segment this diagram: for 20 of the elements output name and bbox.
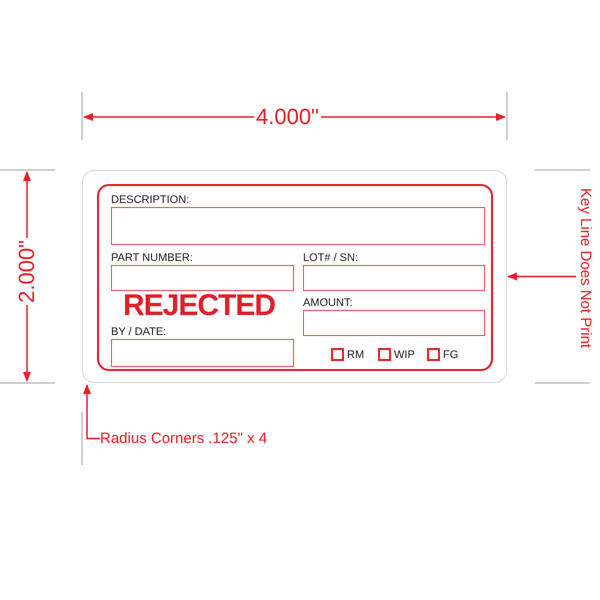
form-field: [111, 193, 485, 245]
form-field: [111, 325, 294, 367]
field-label: AMOUNT:: [303, 296, 354, 310]
leader-line: [507, 272, 576, 280]
field-label: BY / DATE:: [111, 325, 168, 339]
form-field: [303, 296, 485, 336]
option-label: RM: [347, 348, 364, 361]
field-label: DESCRIPTION:: [111, 193, 190, 207]
option-label: WIP: [394, 348, 415, 361]
stamp-text: REJECTED: [123, 289, 276, 323]
form-field: [303, 251, 485, 291]
label-border: [97, 184, 493, 371]
field-label: LOT# / SN:: [303, 251, 360, 265]
label-outline: [82, 170, 507, 383]
note-text: Key Line Does Not Print: [577, 188, 594, 348]
form-field: [111, 251, 294, 291]
field-label: PART NUMBER:: [111, 251, 194, 265]
option-label: FG: [443, 348, 458, 361]
note-text: Radius Corners .125" x 4: [100, 430, 268, 447]
leader-line: [83, 384, 100, 440]
